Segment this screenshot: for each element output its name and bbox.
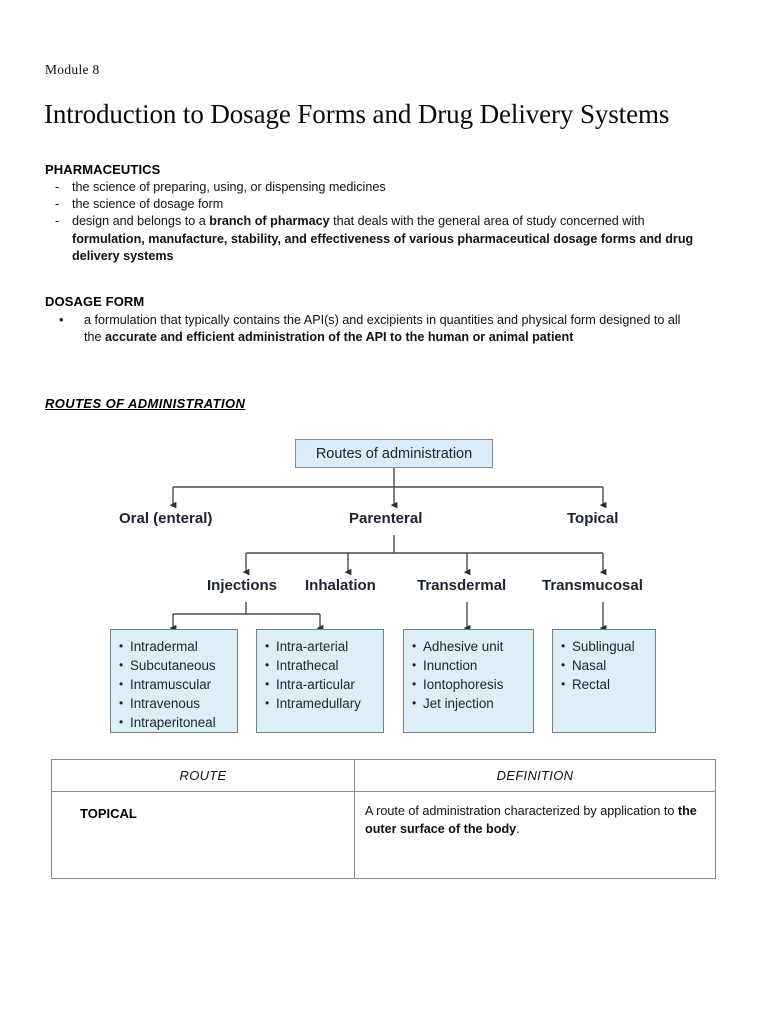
dash-marker: - xyxy=(55,180,60,194)
diagram-node-transmucosal: Transmucosal xyxy=(542,577,643,594)
diagram-connectors xyxy=(169,468,607,632)
list-item: -the science of preparing, using, or dis… xyxy=(50,179,710,196)
diagram-leaf-box-injections-1: Intradermal Subcutaneous Intramuscular I… xyxy=(110,629,238,733)
list-item-bold-1: branch of pharmacy xyxy=(209,214,330,229)
table-row: TOPICAL A route of administration charac… xyxy=(51,791,716,879)
leaf-item: Intra-arterial xyxy=(265,637,383,656)
leaf-item: Intra-articular xyxy=(265,675,383,694)
list-item-text: the science of preparing, using, or disp… xyxy=(72,180,386,194)
diagram-node-transdermal: Transdermal xyxy=(417,577,507,594)
diagram-node-parenteral: Parenteral xyxy=(349,510,423,527)
list-item-bold: accurate and efficient administration of… xyxy=(105,330,574,345)
list-item-bold-2: formulation, manufacture, stability, and… xyxy=(72,231,694,263)
leaf-item: Intradermal xyxy=(119,637,237,656)
leaf-item: Jet injection xyxy=(412,694,533,713)
diagram-leaf-box-transmucosal: Sublingual Nasal Rectal xyxy=(552,629,656,733)
leaf-item: Inunction xyxy=(412,656,533,675)
dash-marker: - xyxy=(55,214,60,229)
list-item: -design and belongs to a branch of pharm… xyxy=(50,213,710,265)
table-cell-definition: A route of administration characterized … xyxy=(354,791,716,879)
table-header-row: ROUTE DEFINITION xyxy=(51,759,716,792)
section-heading-routes: ROUTES OF ADMINISTRATION xyxy=(45,396,246,411)
routes-definition-table: ROUTE DEFINITION TOPICAL A route of admi… xyxy=(51,759,716,879)
section-heading-dosage-form: DOSAGE FORM xyxy=(45,294,145,309)
leaf-item: Intramuscular xyxy=(119,675,237,694)
list-item: -the science of dosage form xyxy=(50,196,710,213)
definition-text-bold: the outer surface of the body xyxy=(365,804,697,836)
table-header-route: ROUTE xyxy=(51,759,355,792)
pharmaceutics-list: -the science of preparing, using, or dis… xyxy=(50,179,710,265)
diagram-leaf-box-transdermal: Adhesive unit Inunction Iontophoresis Je… xyxy=(403,629,534,733)
leaf-list: Sublingual Nasal Rectal xyxy=(561,637,655,694)
list-item-text-pre: design and belongs to a xyxy=(72,214,210,229)
leaf-item: Intramedullary xyxy=(265,694,383,713)
leaf-item: Nasal xyxy=(561,656,655,675)
dosage-form-list: • a formulation that typically contains t… xyxy=(50,312,700,346)
leaf-item: Sublingual xyxy=(561,637,655,656)
leaf-item: Subcutaneous xyxy=(119,656,237,675)
leaf-item: Intrathecal xyxy=(265,656,383,675)
dash-marker: - xyxy=(55,197,60,212)
definition-text-pre: A route of administration characterized … xyxy=(365,804,678,818)
leaf-list: Intradermal Subcutaneous Intramuscular I… xyxy=(119,637,237,732)
leaf-item: Iontophoresis xyxy=(412,675,533,694)
leaf-list: Intra-arterial Intrathecal Intra-articul… xyxy=(265,637,383,713)
diagram-node-root: Routes of administration xyxy=(295,439,493,468)
page-title: Introduction to Dosage Forms and Drug De… xyxy=(44,99,670,130)
bullet-marker: • xyxy=(59,312,64,327)
list-item-text-pre: a formulation that typically contains th… xyxy=(84,313,681,345)
definition-text-post: . xyxy=(516,821,520,836)
leaf-item: Adhesive unit xyxy=(412,637,533,656)
module-label: Module 8 xyxy=(45,62,100,77)
list-item-text-mid: that deals with the general area of stud… xyxy=(329,214,645,229)
leaf-item: Intravenous xyxy=(119,694,237,713)
leaf-list: Adhesive unit Inunction Iontophoresis Je… xyxy=(412,637,533,713)
list-item-text: the science of dosage form xyxy=(72,197,224,212)
diagram-leaf-box-injections-2: Intra-arterial Intrathecal Intra-articul… xyxy=(256,629,384,733)
leaf-item: Rectal xyxy=(561,675,655,694)
diagram-node-inhalation: Inhalation xyxy=(305,577,376,594)
list-item: • a formulation that typically contains t… xyxy=(50,312,700,346)
diagram-node-topical: Topical xyxy=(567,510,619,527)
routes-of-administration-diagram: Routes of administration Oral (enteral) … xyxy=(0,425,768,745)
diagram-node-injections: Injections xyxy=(207,577,278,594)
table-header-definition: DEFINITION xyxy=(354,759,716,792)
diagram-node-oral-enteral: Oral (enteral) xyxy=(119,510,213,527)
leaf-item: Intraperitoneal xyxy=(119,713,237,732)
section-heading-pharmaceutics: PHARMACEUTICS xyxy=(45,162,161,177)
table-cell-route: TOPICAL xyxy=(51,791,355,879)
